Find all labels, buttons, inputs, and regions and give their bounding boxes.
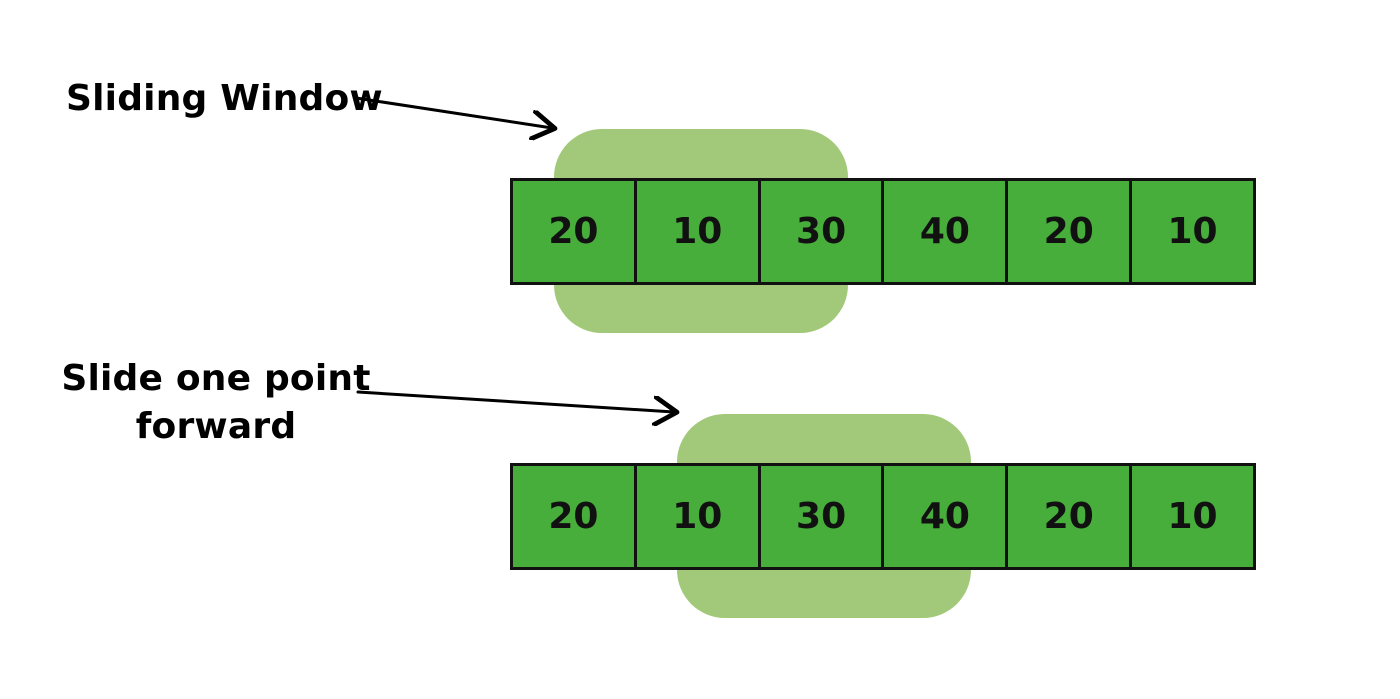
array-cell: 30 <box>761 466 885 567</box>
array-cell: 10 <box>1167 496 1218 537</box>
arrow-to-window-bottom <box>356 390 674 412</box>
array-cell: 40 <box>884 466 1009 567</box>
array-bottom: 20 10 30 40 20 10 <box>510 463 1256 570</box>
array-cell: 20 <box>1008 466 1133 567</box>
slide-forward-label-line2: forward <box>135 406 297 447</box>
array-cell: 20 <box>513 181 637 282</box>
sliding-window-label: Sliding Window <box>66 78 383 119</box>
array-top: 20 10 30 40 20 10 <box>510 178 1256 285</box>
array-cell: 10 <box>637 181 761 282</box>
array-cell: 20 <box>1008 181 1133 282</box>
array-cell: 10 <box>1167 211 1218 252</box>
arrow-to-window-top <box>354 96 552 128</box>
slide-forward-label: Slide one point forward <box>60 355 372 451</box>
slide-forward-label-line1: Slide one point <box>61 358 371 399</box>
array-cell: 20 <box>513 466 637 567</box>
array-cell: 40 <box>884 181 1009 282</box>
array-cell: 10 <box>637 466 761 567</box>
array-cell: 30 <box>761 181 885 282</box>
